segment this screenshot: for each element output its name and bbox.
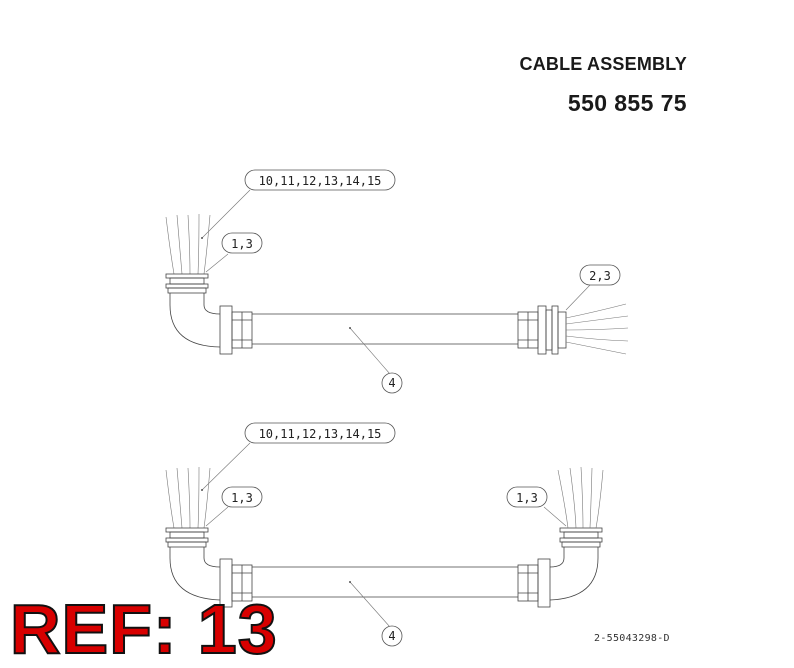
- svg-text:1,3: 1,3: [231, 491, 253, 505]
- top-left-wires: [165, 213, 211, 275]
- top-callout-tube: [381, 372, 403, 394]
- document-number: 2-55043298-D: [594, 633, 670, 644]
- part-number: 550 855 75: [567, 90, 687, 116]
- bottom-tube: [252, 566, 518, 598]
- bottom-left-elbow: [169, 547, 221, 601]
- svg-text:1,3: 1,3: [516, 491, 538, 505]
- bottom-right-nut: [517, 558, 551, 608]
- svg-text:10,11,12,13,14,15: 10,11,12,13,14,15: [259, 174, 382, 188]
- ref-label: REF: 13: [9, 590, 278, 668]
- top-callout-left-gland: [221, 232, 263, 254]
- top-right-nut: [517, 305, 567, 355]
- drawing-title: CABLE ASSEMBLY: [519, 54, 687, 74]
- bottom-right-gland: [559, 527, 603, 548]
- svg-text:4: 4: [388, 376, 395, 390]
- top-view: 10,11,12,13,14,15 1,3 2,3 4: [165, 169, 629, 394]
- bottom-left-wires: [165, 466, 211, 529]
- svg-text:4: 4: [388, 629, 395, 643]
- bottom-view: 10,11,12,13,14,15 1,3 1,3 4: [165, 422, 604, 647]
- bottom-callout-right-gland: [506, 486, 548, 508]
- bottom-callout-wires: [244, 422, 396, 444]
- svg-text:10,11,12,13,14,15: 10,11,12,13,14,15: [259, 427, 382, 441]
- top-callout-wires: [244, 169, 396, 191]
- top-right-wires: [565, 303, 629, 355]
- bottom-right-elbow: [549, 547, 599, 601]
- top-left-elbow: [169, 293, 221, 348]
- bottom-callout-left-gland: [221, 486, 263, 508]
- top-left-nut: [219, 305, 253, 355]
- svg-text:1,3: 1,3: [231, 237, 253, 251]
- bottom-left-gland: [165, 527, 209, 548]
- top-callout-right-gland: [579, 264, 621, 286]
- top-left-gland: [165, 273, 209, 294]
- bottom-right-wires: [557, 466, 604, 529]
- bottom-left-nut: [219, 558, 253, 608]
- bottom-callout-tube: [381, 625, 403, 647]
- svg-text:2,3: 2,3: [589, 269, 611, 283]
- top-tube: [252, 313, 518, 345]
